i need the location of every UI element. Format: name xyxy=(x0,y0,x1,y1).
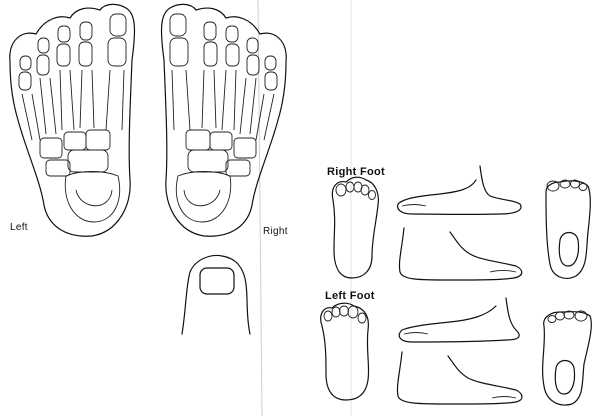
right-foot-top-view xyxy=(546,180,590,278)
label-right-foot: Right Foot xyxy=(327,166,385,178)
right-foot-sole xyxy=(332,177,378,278)
toenail-closeup xyxy=(182,256,250,334)
label-right: Right xyxy=(263,226,288,237)
right-foot-side-view-top xyxy=(398,166,521,214)
left-foot-side-view-top xyxy=(399,298,519,342)
left-foot-top-view xyxy=(543,311,592,405)
left-foot-skeleton xyxy=(10,4,135,236)
label-left: Left xyxy=(10,222,28,233)
right-foot-skeleton xyxy=(162,4,287,236)
label-left-foot: Left Foot xyxy=(325,290,375,302)
left-foot-side-view-bottom xyxy=(397,352,522,404)
left-foot-sole xyxy=(321,303,369,400)
right-foot-side-view-bottom xyxy=(399,228,521,280)
